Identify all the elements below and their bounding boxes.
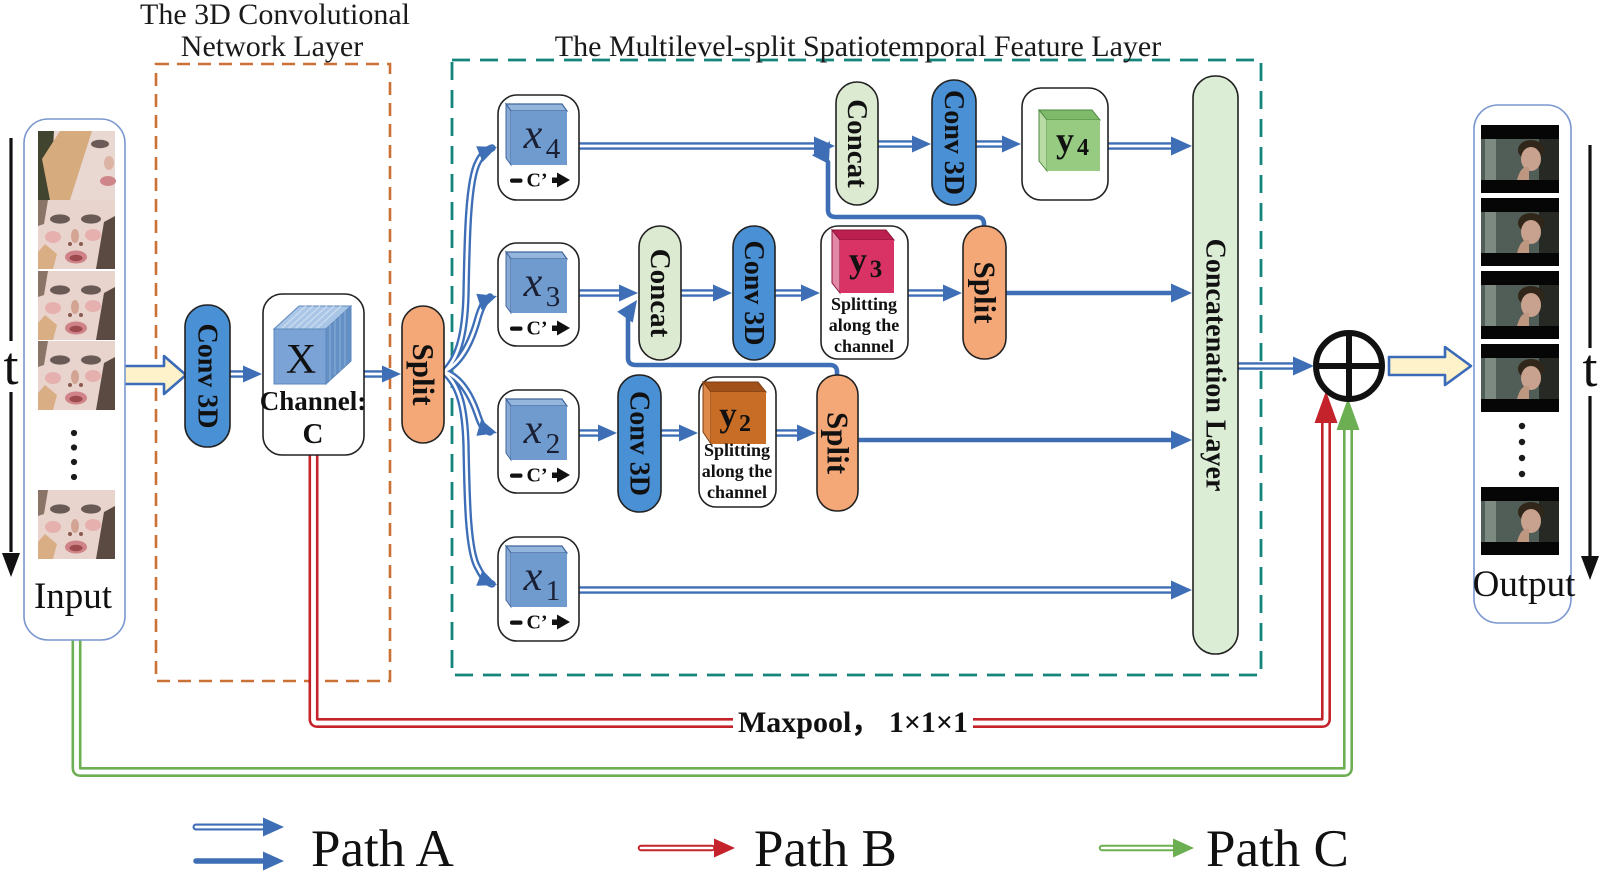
svg-text:C’: C’ [526, 170, 547, 192]
svg-text:Conv 3D: Conv 3D [624, 391, 655, 496]
svg-text:Maxpool， 1×1×1: Maxpool， 1×1×1 [738, 706, 968, 739]
svg-text:Concatenation Layer: Concatenation Layer [1200, 239, 1231, 492]
svg-text:Conv 3D: Conv 3D [938, 90, 969, 195]
svg-text:y: y [849, 240, 867, 280]
svg-text:4: 4 [1077, 135, 1089, 161]
svg-text:Conv 3D: Conv 3D [738, 240, 769, 345]
svg-text:The 3D Convolutional: The 3D Convolutional [140, 0, 410, 31]
svg-text:y: y [719, 395, 737, 434]
svg-text:t: t [1582, 338, 1597, 398]
svg-text:Splitting: Splitting [831, 294, 897, 314]
svg-text:Concat: Concat [841, 99, 873, 188]
svg-text:along the: along the [829, 315, 900, 335]
svg-text:3: 3 [546, 281, 561, 313]
svg-text:3: 3 [870, 256, 883, 283]
svg-text:2: 2 [739, 411, 751, 437]
svg-text:along the: along the [702, 461, 773, 481]
svg-text:t: t [3, 336, 18, 396]
svg-text:Split: Split [968, 261, 1003, 324]
svg-text:x: x [523, 260, 543, 306]
svg-text:channel: channel [707, 482, 767, 502]
svg-text:Split: Split [406, 343, 441, 406]
svg-text:The Multilevel-split Spatiotem: The Multilevel-split Spatiotemporal Feat… [555, 30, 1162, 63]
svg-text:Path B: Path B [754, 820, 897, 877]
svg-text:Network Layer: Network Layer [181, 30, 363, 63]
svg-text:Input: Input [34, 576, 113, 617]
svg-text:Output: Output [1473, 564, 1577, 605]
svg-text:Channel:: Channel: [260, 386, 367, 416]
svg-text:y: y [1056, 120, 1074, 160]
svg-text:Path A: Path A [311, 820, 454, 877]
svg-text:4: 4 [546, 133, 561, 165]
svg-text:C: C [303, 418, 324, 450]
svg-text:2: 2 [546, 428, 561, 460]
svg-text:Concat: Concat [644, 249, 676, 338]
svg-text:1: 1 [546, 575, 561, 607]
svg-text:x: x [523, 554, 543, 600]
svg-text:x: x [523, 112, 543, 158]
svg-text:channel: channel [834, 336, 894, 356]
svg-text:Splitting: Splitting [704, 440, 770, 460]
svg-text:X: X [286, 337, 316, 383]
svg-text:Split: Split [821, 412, 856, 475]
svg-text:Conv 3D: Conv 3D [192, 323, 223, 428]
svg-text:x: x [523, 407, 543, 453]
svg-text:Path C: Path C [1206, 820, 1349, 877]
